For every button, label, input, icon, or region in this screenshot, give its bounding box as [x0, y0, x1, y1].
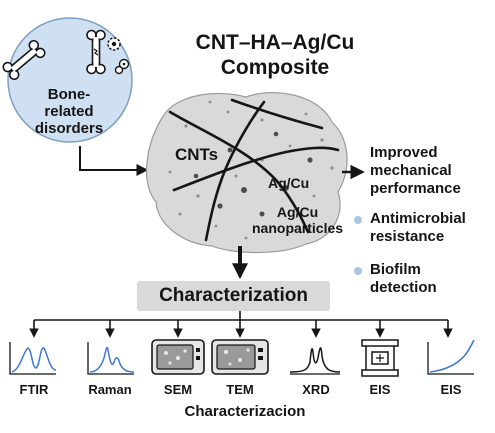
agcu-nanoparticles	[193, 131, 313, 217]
composite-blob	[145, 91, 348, 254]
bone-disorders-label: Bone- related disorders	[14, 86, 124, 137]
eis-cell-icon	[361, 339, 399, 377]
characterization-box: Characterization	[137, 281, 330, 311]
raman-spectrum-icon	[87, 342, 135, 375]
outcome-bullet	[354, 267, 362, 275]
outcome-3-line-1: Biofilm	[370, 261, 421, 278]
technique-xrd: XRD	[302, 382, 330, 397]
technique-raman: Raman	[88, 382, 132, 397]
fractured-bone-icon	[86, 29, 106, 75]
sem-microscope-icon	[151, 339, 205, 375]
outcome-mechanical: Improved mechanical performance	[370, 144, 461, 198]
bone-disorders-circle	[2, 17, 133, 143]
outcome-2-line-1: Antimicrobial	[370, 210, 466, 227]
nano-label-line-1: Ag/Cu	[276, 204, 319, 220]
carbon-nanotubes	[168, 98, 340, 242]
technique-tem: TEM	[226, 382, 254, 397]
bone-label-line-2: related	[44, 103, 94, 120]
outcome-bullet	[354, 216, 362, 224]
outcome-3-line-2: detection	[370, 279, 437, 296]
technique-ftir: FTIR	[19, 382, 49, 397]
title-line-2: Composite	[220, 56, 330, 79]
tem-microscope-icon	[211, 339, 269, 375]
outcome-1-line-1: Improved	[370, 144, 438, 161]
bone-label-line-3: disorders	[34, 120, 104, 137]
outcome-1-line-3: performance	[370, 180, 461, 197]
bone-label-line-1: Bone-	[47, 86, 91, 103]
footer-label: Characterizacion	[184, 403, 306, 420]
xrd-pattern-icon	[289, 347, 341, 375]
outcome-2-line-2: resistance	[370, 228, 445, 245]
agcu-label: Ag/Cu	[268, 175, 310, 191]
cnts-label: CNTs	[175, 145, 219, 164]
eis-plot-icon	[427, 339, 475, 375]
diagram-title: CNT–HA–Ag/Cu Composite	[150, 30, 400, 80]
particle-speckles	[168, 100, 334, 240]
technique-sem: SEM	[163, 382, 193, 397]
outcome-antimicrobial: Antimicrobial resistance	[370, 210, 466, 246]
circle-to-composite-arrow	[79, 146, 149, 176]
title-line-1: CNT–HA–Ag/Cu	[195, 31, 355, 54]
bacteria-icon	[114, 58, 130, 75]
bone-icon	[2, 39, 46, 81]
outcome-biofilm: Biofilm detection	[370, 261, 437, 297]
outcome-1-line-2: mechanical	[370, 162, 452, 179]
technique-eis-2: EIS	[440, 382, 462, 397]
nano-label-line-2: nanoparticles	[252, 220, 344, 236]
agcu-nanoparticles-label: Ag/Cu nanoparticles	[252, 204, 343, 236]
ftir-spectrum-icon	[9, 342, 57, 375]
branch-connectors	[29, 311, 453, 338]
technique-eis: EIS	[369, 382, 391, 397]
gear-icon	[107, 37, 121, 51]
